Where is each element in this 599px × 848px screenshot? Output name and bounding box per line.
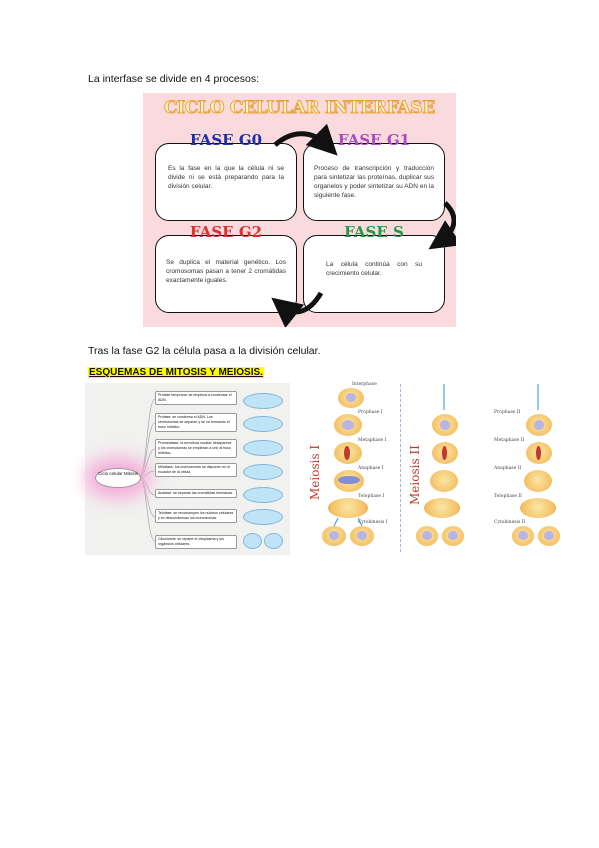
heading-line: ESQUEMAS DE MITOSIS Y MEIOSIS.: [88, 366, 264, 378]
cell-prophase-2b: [526, 414, 552, 436]
mitosis-cell-image: [243, 416, 283, 432]
mitosis-stage: Citocinesis: se reparte el citoplasma y …: [155, 535, 237, 549]
cell-anaphase-2a: [430, 470, 458, 492]
phase-g2-text: Se duplica el material genético. Los cro…: [166, 259, 286, 284]
cell-prophase-2a: [432, 414, 458, 436]
schemes-heading: ESQUEMAS DE MITOSIS Y MEIOSIS.: [88, 367, 264, 378]
mitosis-stage: Telofase: se reconstruyen los núcleos ce…: [155, 509, 237, 523]
phase-s-text: La célula continúa con su crecimiento ce…: [326, 261, 422, 277]
mitosis-cell-image: [243, 487, 283, 503]
stage-label: Prophase II: [494, 410, 521, 415]
cell-telophase-1: [328, 498, 368, 518]
cell-anaphase-2b: [524, 470, 552, 492]
stage-label: Telophase I: [358, 494, 385, 499]
stage-label: Metaphase I: [358, 438, 387, 443]
cell-metaphase-1: [334, 442, 362, 464]
mitosis-stage: Prometafase: la envoltura nuclear desapa…: [155, 439, 237, 458]
stage-label: Prophase I: [358, 410, 383, 415]
after-text: Tras la fase G2 la célula pasa a la divi…: [88, 345, 321, 357]
phase-g0-box: FASE G0 Es la fase en la que la célula n…: [155, 131, 297, 221]
phase-g1-name: FASE G1: [337, 131, 411, 149]
mitosis-cell-image: [243, 393, 283, 409]
mitosis-center-node: Ciclo celular Mitosis: [95, 468, 141, 488]
mitosis-cell-image: [243, 464, 283, 480]
arrow-split-1: [333, 517, 339, 527]
mitosis-scheme: Ciclo celular Mitosis Profase temprana: …: [85, 383, 290, 555]
arrow-split-2: [357, 517, 363, 527]
meiosis-scheme: Meiosis I Meiosis II Interphase Prophase…: [294, 380, 562, 556]
arrow-s-g2: [271, 291, 324, 327]
cell-anaphase-1: [334, 470, 364, 492]
cell-cycle-figure: CICLO CELULAR INTERFASE FASE G0 Es la fa…: [143, 93, 456, 327]
meiosis-arrows: [333, 384, 539, 527]
stage-label: Cytokinesis I: [358, 520, 388, 525]
stage-label: Anaphase II: [494, 466, 522, 471]
cell-telophase-2b: [520, 498, 556, 518]
cell-cytokinesis-1a: [322, 526, 346, 546]
cycle-arrows: [271, 123, 456, 327]
cell-cytokinesis-1b: [350, 526, 374, 546]
mitosis-stage: Profase temprana: se empieza a condensar…: [155, 391, 237, 405]
cell-cytokinesis-2a: [416, 526, 438, 546]
arrow-g0-g1: [273, 123, 338, 156]
mitosis-stage: Anafase: se separan las cromátidas herma…: [155, 489, 237, 498]
mitosis-stage: Profase: se condensa el ADN. Los centros…: [155, 413, 237, 432]
intro-text: La interfase se divide en 4 procesos:: [88, 73, 260, 85]
stage-label: Metaphase II: [494, 438, 525, 443]
mitosis-cell-image: [243, 509, 283, 525]
stage-label: Telophase II: [494, 494, 522, 499]
cycle-title: CICLO CELULAR INTERFASE: [163, 98, 436, 119]
cell-interphase: [338, 388, 364, 408]
mitosis-cell-image: [264, 533, 283, 549]
phase-g1-box: FASE G1 Proceso de transcripción y tradu…: [303, 131, 445, 221]
phase-s-box: FASE S La célula continúa con su crecimi…: [303, 223, 445, 313]
arrow-g1-s: [428, 201, 456, 250]
cell-cytokinesis-2d: [538, 526, 560, 546]
mitosis-cell-image: [243, 533, 262, 549]
stage-label: Cytokinesis II: [494, 520, 526, 525]
divider-line: [400, 384, 401, 552]
phase-s-name: FASE S: [344, 223, 404, 241]
cell-cytokinesis-2c: [512, 526, 534, 546]
phase-g0-text: Es la fase en la que la célula ni se div…: [168, 165, 284, 190]
cell-cytokinesis-2b: [442, 526, 464, 546]
cell-metaphase-2a: [432, 442, 458, 464]
stage-label: Anaphase I: [358, 466, 384, 471]
cell-telophase-2a: [424, 498, 460, 518]
stage-label: Interphase: [352, 382, 377, 387]
cell-metaphase-2b: [526, 442, 552, 464]
phase-g2-name: FASE G2: [189, 223, 263, 241]
phase-g1-text: Proceso de transcripción y traducción pa…: [314, 165, 434, 199]
mitosis-stage: Metafase: los cromosomas se disponen en …: [155, 463, 237, 477]
cell-prophase-1: [334, 414, 362, 436]
phase-g0-name: FASE G0: [189, 131, 263, 149]
mitosis-cell-image: [243, 440, 283, 456]
